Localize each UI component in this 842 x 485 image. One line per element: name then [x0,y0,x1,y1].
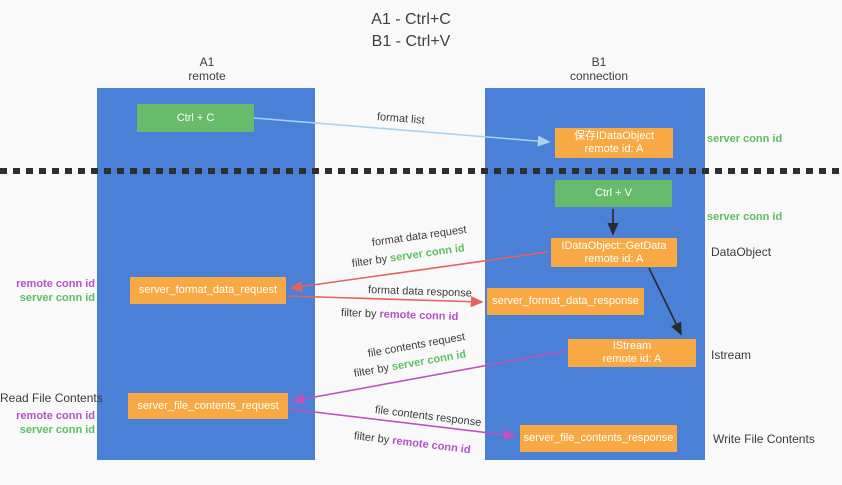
istream-line2: remote id: A [602,353,662,365]
filter-by-server-conn-id-1-label: filter by server conn id [351,242,465,270]
write-file-contents-label: Write File Contents [713,432,815,446]
server-conn-id-top-label: server conn id [707,133,783,145]
server-file-contents-response-label: server_file_contents_response [523,432,674,444]
filter-highlight-1: server conn id [389,242,466,265]
server-format-data-response-label: server_format_data_response [492,295,639,307]
istream-box: IStream remote id: A [568,339,696,367]
filter-highlight-2: remote conn id [379,308,459,324]
ctrl-v-box: Ctrl + V [555,180,672,207]
ctrl-v-label: Ctrl + V [595,187,632,199]
getdata-line1: IDataObject::GetData [561,239,667,252]
left-server-conn-id-2-label: server conn id [19,424,95,436]
filter-by-remote-conn-id-2-label: filter by remote conn id [353,430,471,456]
server-file-contents-request-label: server_file_contents_request [137,399,279,412]
filter-prefix-4: filter by [353,430,393,447]
getdata-box: IDataObject::GetData remote id: A [551,238,677,267]
save-dataobject-box: 保存IDataObject remote id: A [555,128,673,158]
phase-separator-dotted-line [0,168,842,174]
format-list-label: format list [376,111,426,127]
column-b-id: B1 [591,55,607,69]
save-dataobject-line1: 保存IDataObject [573,130,655,142]
filter-prefix-2: filter by [340,307,380,321]
istream-side-label: Istream [711,348,752,362]
filter-highlight-4: remote conn id [391,434,472,457]
save-dataobject-line2: remote id: A [584,143,644,155]
getdata-line2: remote id: A [584,252,644,265]
column-b-header: B1 connection [545,55,653,83]
column-a-role: remote [188,69,226,83]
column-a-id: A1 [199,55,215,69]
filter-by-remote-conn-id-1-label: filter by remote conn id [341,307,459,323]
server-format-data-response-box: server_format_data_response [487,288,644,315]
server-file-contents-response-box: server_file_contents_response [520,425,677,452]
title-line-1: A1 - Ctrl+C [371,11,451,28]
format-data-response-label: format data response [367,284,473,300]
dataobject-label: DataObject [711,245,772,259]
left-remote-conn-id-1-label: remote conn id [16,278,95,290]
left-remote-conn-id-2-label: remote conn id [16,410,95,422]
column-b-role: connection [569,69,629,83]
column-a-header: A1 remote [157,55,257,83]
server-file-contents-request-box: server_file_contents_request [128,393,288,419]
diagram-title: A1 - Ctrl+C B1 - Ctrl+V [0,9,822,53]
server-format-data-request-box: server_format_data_request [130,277,286,304]
read-file-contents-label: Read File Contents [0,391,103,405]
istream-line1: IStream [612,340,652,352]
title-line-2: B1 - Ctrl+V [371,33,451,50]
left-server-conn-id-1-label: server conn id [19,292,95,304]
ctrl-c-box: Ctrl + C [137,104,254,132]
server-format-data-request-label: server_format_data_request [138,284,278,296]
server-conn-id-mid-label: server conn id [707,211,783,223]
filter-prefix-1: filter by [351,252,391,270]
filter-prefix-3: filter by [352,361,393,380]
ctrl-c-label: Ctrl + C [176,111,215,124]
file-contents-response-label: file contents response [374,404,482,429]
